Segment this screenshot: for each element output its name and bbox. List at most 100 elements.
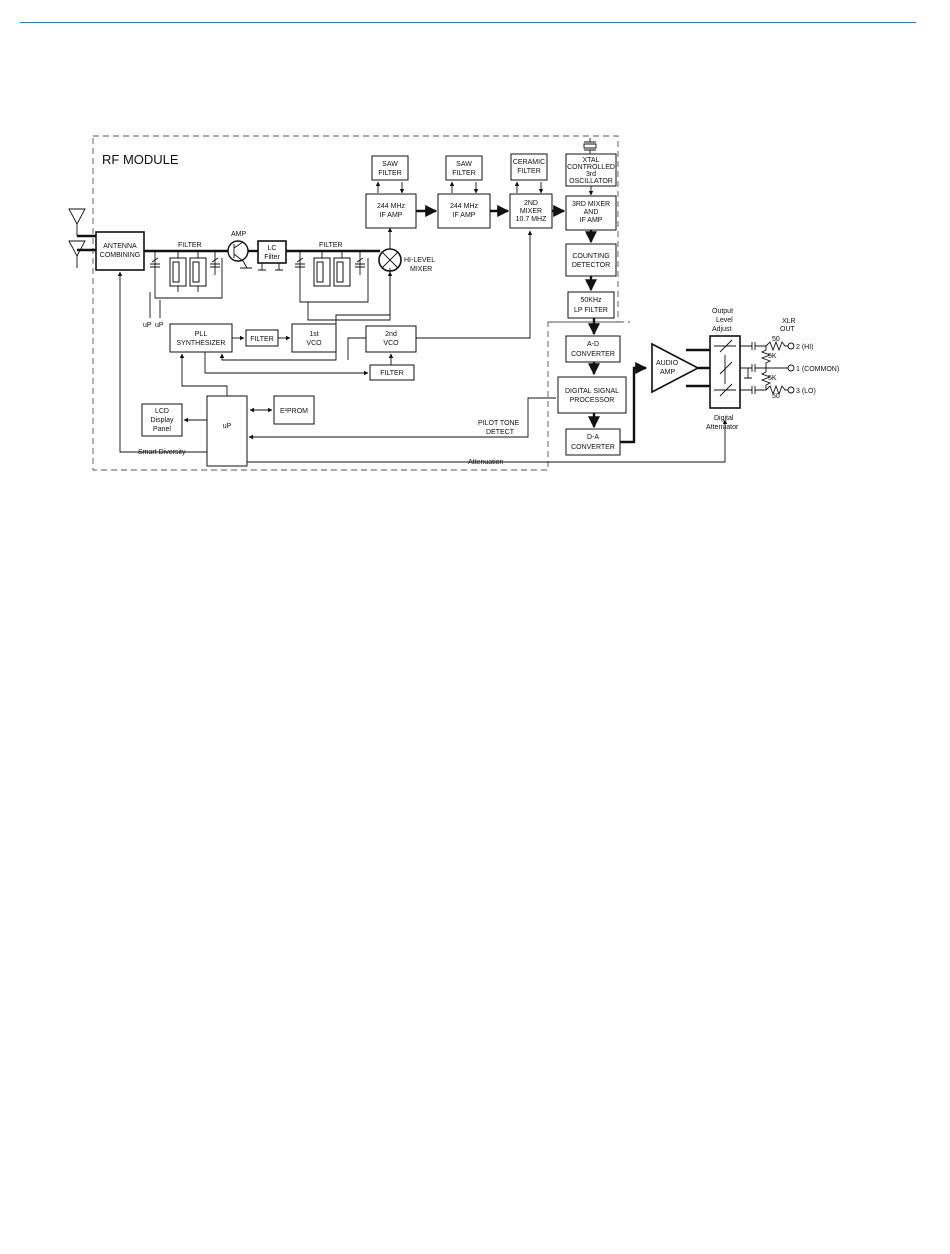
resistor-5k-b-label: 5K	[768, 375, 777, 382]
resistor-lo-label: 50	[772, 393, 780, 400]
svg-text:VCO: VCO	[383, 340, 399, 347]
svg-text:AMP: AMP	[231, 231, 247, 238]
svg-text:D-A: D-A	[587, 434, 599, 441]
ceramic-filter-block: CERAMIC FILTER	[510, 153, 548, 181]
xlr-output-network	[740, 340, 795, 396]
resistor-5k-a-label: 5K	[768, 353, 777, 360]
ad-converter-block: A-D CONVERTER	[565, 335, 621, 363]
svg-text:Filter: Filter	[264, 254, 280, 261]
svg-text:MIXER: MIXER	[410, 266, 432, 273]
svg-text:SAW: SAW	[382, 161, 398, 168]
svg-text:IF AMP: IF AMP	[580, 217, 603, 224]
svg-text:CONVERTER: CONVERTER	[571, 351, 615, 358]
svg-text:FILTER: FILTER	[250, 336, 274, 343]
up-signal-a: uP	[143, 322, 152, 329]
svg-text:Output: Output	[712, 308, 733, 315]
if-amp-2-block: 244 MHz IF AMP	[437, 193, 491, 229]
svg-text:LP FILTER: LP FILTER	[574, 307, 608, 314]
dsp-block: DIGITAL SIGNAL PROCESSOR	[557, 376, 627, 414]
svg-text:PROCESSOR: PROCESSOR	[570, 397, 615, 404]
lcd-panel-block: LCD Display Panel	[141, 403, 183, 437]
pilot-tone-label-2: DETECT	[486, 429, 515, 436]
xtal-oscillator-block: XTAL CONTROLLED 3rd OSCILLATOR	[565, 153, 617, 187]
digital-attenuator-label-1: Digital	[714, 415, 734, 422]
header-rule	[20, 22, 916, 23]
svg-text:244 MHz: 244 MHz	[450, 203, 479, 210]
third-mixer-block: 3RD MIXER AND IF AMP	[565, 195, 617, 231]
antenna-icon	[68, 208, 96, 268]
svg-text:SAW: SAW	[456, 161, 472, 168]
digital-attenuator-label-2: Attenuator	[706, 424, 739, 431]
pilot-tone-label-1: PILOT TONE	[478, 420, 520, 427]
svg-text:Adjust: Adjust	[712, 326, 732, 333]
resistor-hi-label: 50	[772, 336, 780, 343]
svg-text:COUNTING: COUNTING	[572, 253, 609, 260]
svg-text:AND: AND	[584, 209, 599, 216]
hi-level-mixer: HI-LEVEL MIXER	[378, 248, 435, 273]
svg-text:50KHz: 50KHz	[580, 297, 602, 304]
svg-text:Level: Level	[716, 317, 733, 324]
counting-detector-block: COUNTING DETECTOR	[565, 243, 617, 277]
svg-text:VCO: VCO	[306, 340, 322, 347]
svg-text:IF AMP: IF AMP	[453, 212, 476, 219]
smart-diversity-label: Smart Diversity	[138, 449, 186, 456]
svg-text:10.7 MHZ: 10.7 MHZ	[516, 216, 547, 223]
svg-text:PLL: PLL	[195, 331, 208, 338]
svg-text:XTAL: XTAL	[583, 157, 600, 164]
vco-2-block: 2nd VCO	[365, 325, 417, 353]
pll-synthesizer-block: PLL SYNTHESIZER	[169, 323, 233, 353]
pll-filter-block: FILTER	[245, 329, 279, 347]
svg-text:AMP: AMP	[660, 369, 676, 376]
saw-filter-2-block: SAW FILTER	[445, 155, 483, 181]
svg-text:ANTENNA: ANTENNA	[103, 243, 137, 250]
filter-1-network	[149, 251, 223, 318]
svg-text:Panel: Panel	[153, 426, 171, 433]
pin-hi-label: 2 (HI)	[796, 344, 814, 351]
filter-1-label: FILTER	[178, 242, 202, 249]
svg-text:IF AMP: IF AMP	[380, 212, 403, 219]
svg-text:FILTER: FILTER	[378, 170, 402, 177]
filter-2-label: FILTER	[319, 242, 343, 249]
attenuation-label: Attenuation	[468, 459, 504, 466]
output-level-adjust-block: Output Level Adjust	[709, 308, 741, 409]
svg-text:A-D: A-D	[587, 341, 599, 348]
saw-filter-1-block: SAW FILTER	[371, 155, 409, 181]
svg-text:LC: LC	[268, 245, 277, 252]
svg-text:3rd: 3rd	[586, 171, 596, 178]
svg-text:244 MHz: 244 MHz	[377, 203, 406, 210]
if-amp-1-block: 244 MHz IF AMP	[365, 193, 417, 229]
audio-amp-block: AUDIO AMP	[651, 342, 700, 394]
svg-text:MIXER: MIXER	[520, 208, 542, 215]
up-signal-b: uP	[155, 322, 164, 329]
svg-text:DIGITAL SIGNAL: DIGITAL SIGNAL	[565, 388, 619, 395]
vco-1-block: 1st VCO	[291, 323, 337, 353]
svg-text:2nd: 2nd	[385, 331, 397, 338]
svg-text:3RD MIXER: 3RD MIXER	[572, 201, 610, 208]
svg-text:FILTER: FILTER	[380, 370, 404, 377]
svg-text:CONVERTER: CONVERTER	[571, 444, 615, 451]
pin-common-label: 1 (COMMON)	[796, 366, 839, 373]
svg-text:AUDIO: AUDIO	[656, 360, 679, 367]
svg-text:uP: uP	[223, 423, 232, 430]
svg-text:COMBINING: COMBINING	[100, 252, 140, 259]
second-mixer-block: 2ND MIXER 10.7 MHZ	[509, 193, 553, 229]
svg-text:DETECTOR: DETECTOR	[572, 262, 610, 269]
svg-text:SYNTHESIZER: SYNTHESIZER	[176, 340, 225, 347]
antenna-combining-block: ANTENNA COMBINING	[95, 231, 145, 271]
svg-text:CONTROLLED: CONTROLLED	[567, 164, 615, 171]
svg-text:HI-LEVEL: HI-LEVEL	[404, 257, 435, 264]
da-converter-block: D-A CONVERTER	[565, 428, 621, 456]
svg-text:OSCILLATOR: OSCILLATOR	[569, 178, 613, 185]
lp-filter-block: 50KHz LP FILTER	[567, 291, 615, 319]
svg-text:LCD: LCD	[155, 408, 169, 415]
svg-text:E²PROM: E²PROM	[280, 408, 308, 415]
svg-text:Display: Display	[151, 417, 174, 424]
svg-text:FILTER: FILTER	[517, 168, 541, 175]
up-block: uP	[206, 395, 248, 467]
pin-lo-label: 3 (LO)	[796, 388, 816, 395]
filter-2-network	[295, 251, 391, 321]
svg-text:CERAMIC: CERAMIC	[513, 159, 545, 166]
eeprom-block: E²PROM	[273, 395, 315, 425]
xlr-label-1: XLR	[782, 318, 796, 325]
